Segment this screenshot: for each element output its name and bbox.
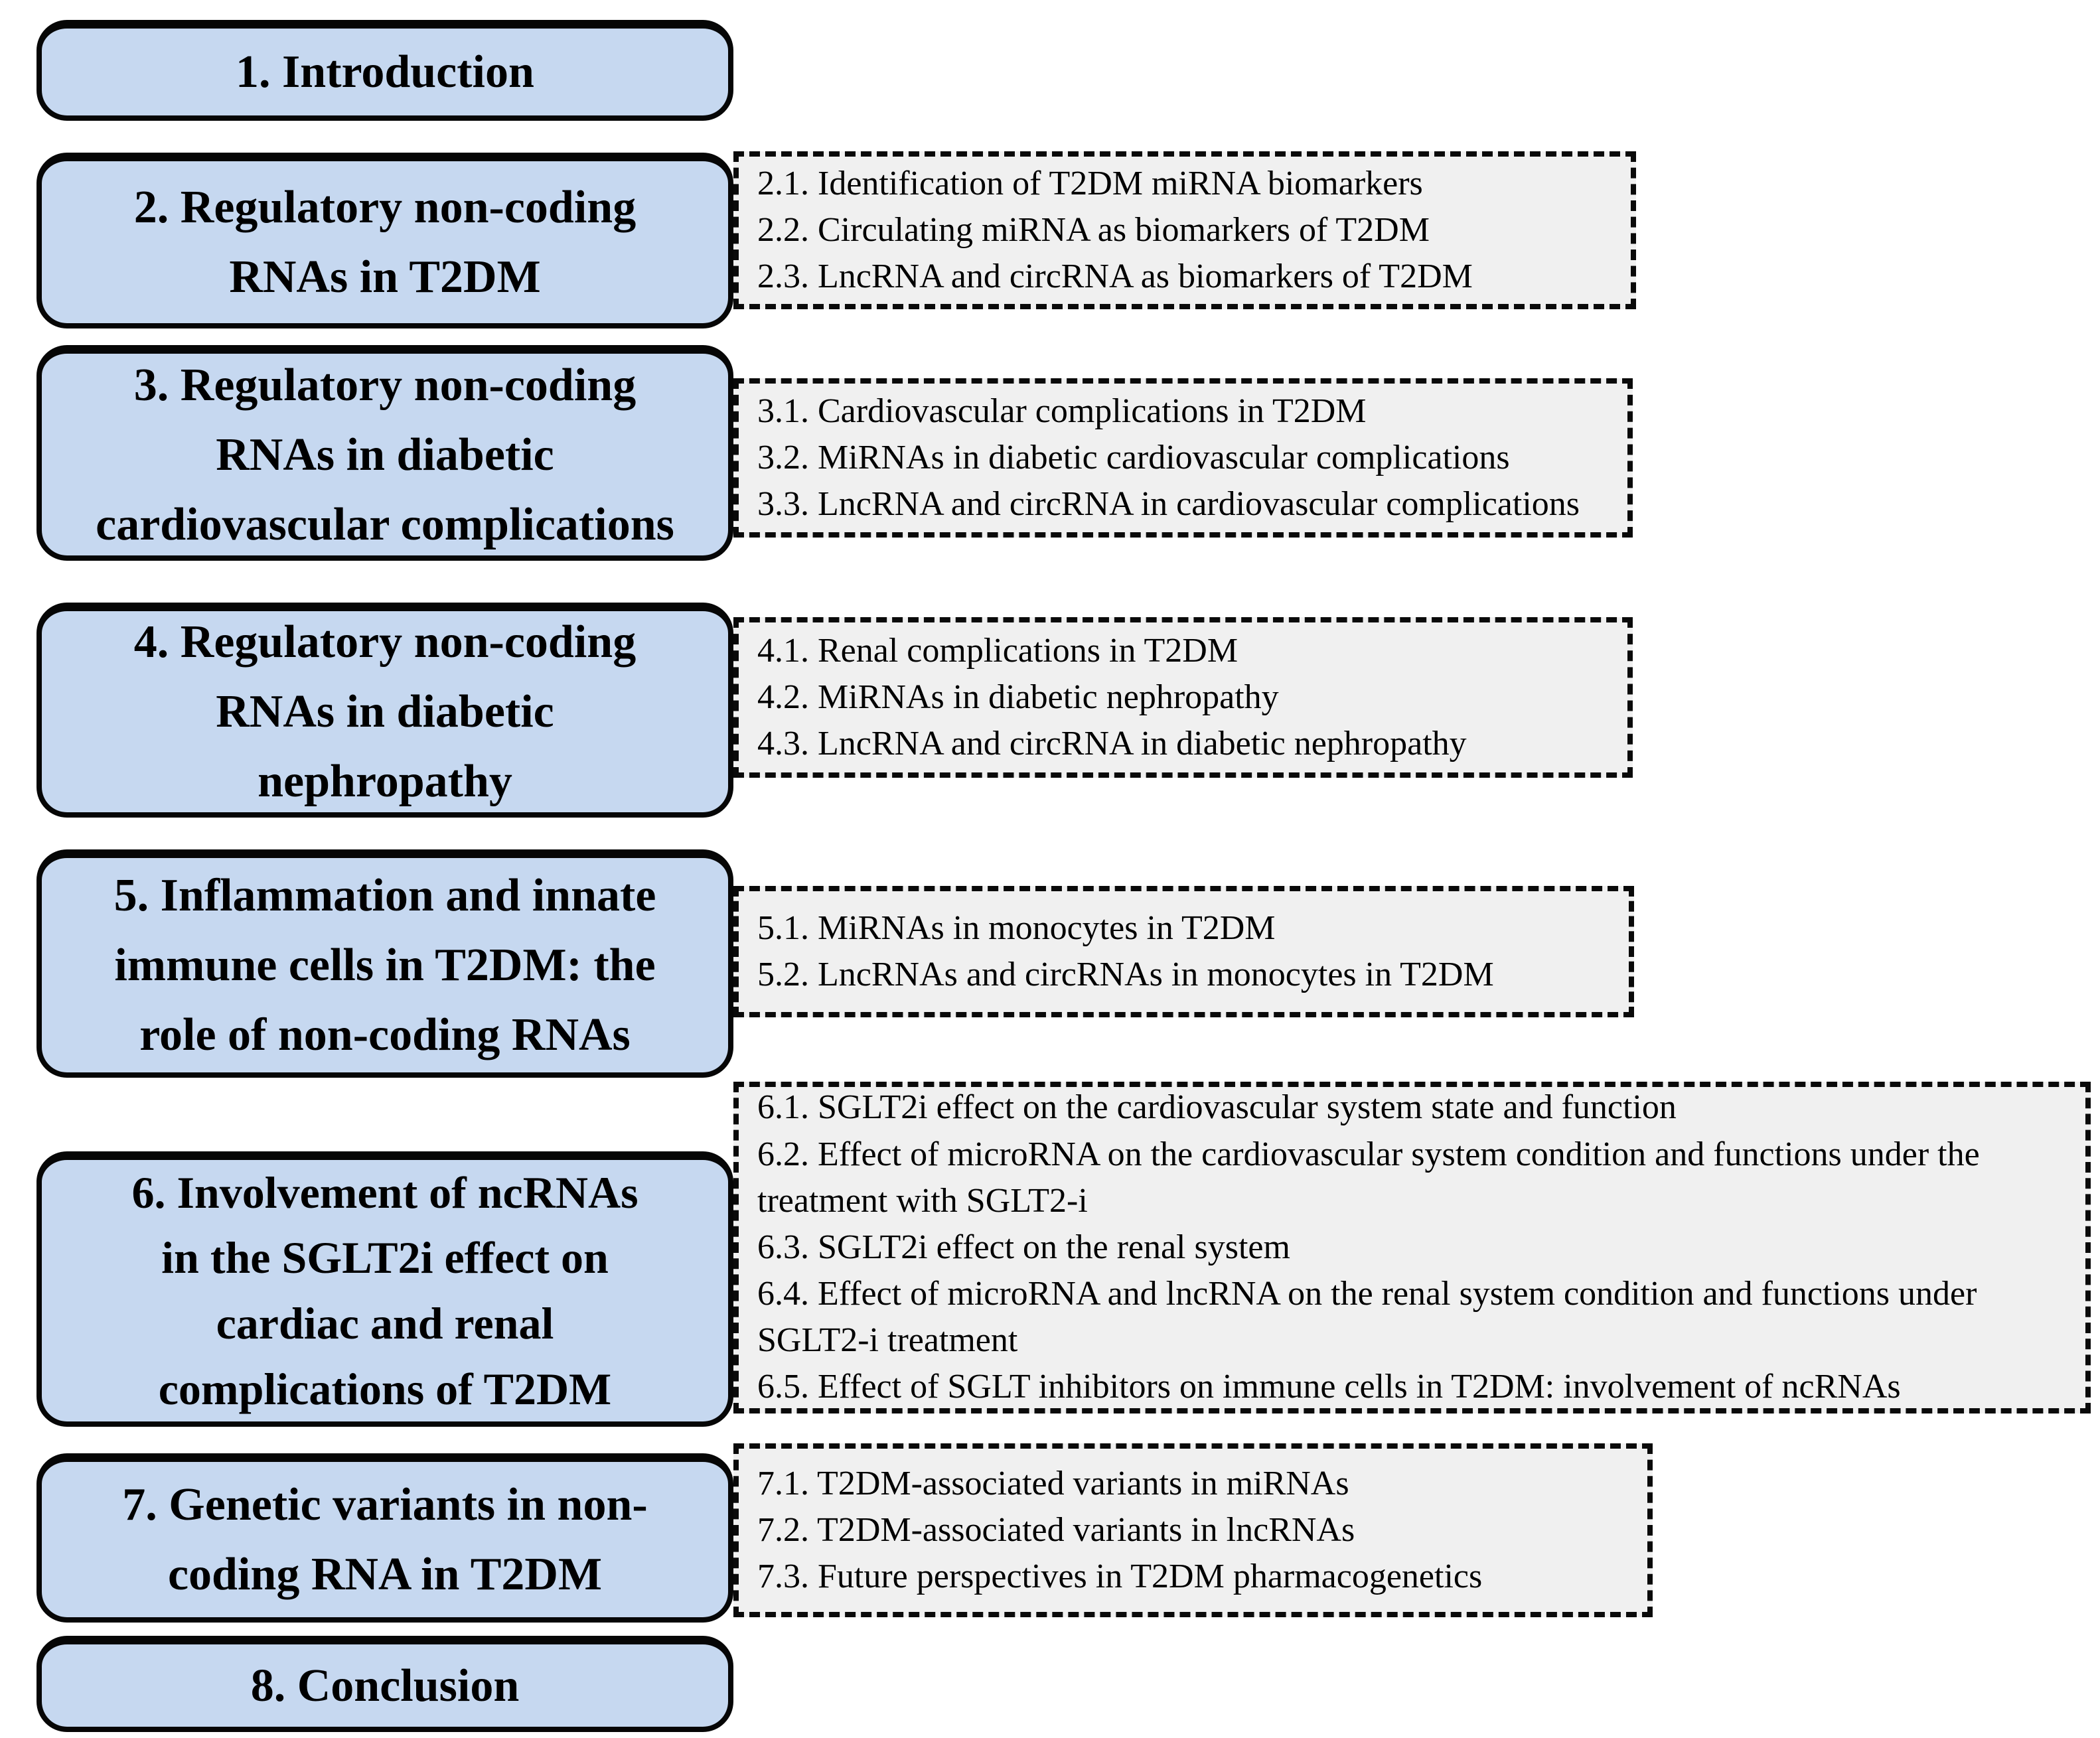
section-4-box: 4. Regulatory non-coding RNAs in diabeti…	[37, 603, 733, 818]
subsection-item: 5.1. MiRNAs in monocytes in T2DM	[757, 908, 1276, 947]
subsection-item: 6.5. Effect of SGLT inhibitors on immune…	[757, 1368, 1901, 1406]
section-5-subsections-panel: 5.1. MiRNAs in monocytes in T2DM 5.2. Ln…	[733, 886, 1634, 1017]
section-title: nephropathy	[258, 756, 512, 807]
section-title: role of non-coding RNAs	[139, 1009, 631, 1060]
section-title: 2. Regulatory non-coding	[133, 182, 637, 233]
section-3-subsections-panel: 3.1. Cardiovascular complications in T2D…	[733, 378, 1633, 538]
section-title: 8. Conclusion	[250, 1660, 520, 1711]
section-title: in the SGLT2i effect on	[161, 1232, 609, 1283]
subsection-item: 6.4. Effect of microRNA and lncRNA on th…	[757, 1275, 1977, 1360]
section-title: RNAs in diabetic	[216, 686, 554, 737]
section-title: cardiac and renal	[216, 1298, 554, 1348]
section-6-box: 6. Involvement of ncRNAs in the SGLT2i e…	[37, 1151, 733, 1427]
section-2-subsections-panel: 2.1. Identification of T2DM miRNA biomar…	[733, 151, 1636, 309]
section-title: 1. Introduction	[236, 46, 534, 98]
subsection-item: 3.2. MiRNAs in diabetic cardiovascular c…	[757, 438, 1510, 476]
section-5-box: 5. Inflammation and innate immune cells …	[37, 849, 733, 1078]
subsection-item: 6.1. SGLT2i effect on the cardiovascular…	[757, 1088, 1677, 1127]
section-title: 7. Genetic variants in non-	[122, 1479, 648, 1530]
subsection-item: 2.3. LncRNA and circRNA as biomarkers of…	[757, 257, 1473, 296]
section-1-box: 1. Introduction	[37, 20, 733, 121]
section-title: immune cells in T2DM: the	[114, 940, 656, 991]
subsection-item: 4.3. LncRNA and circRNA in diabetic neph…	[757, 725, 1467, 763]
section-title: 6. Involvement of ncRNAs	[131, 1167, 638, 1218]
subsection-item: 7.2. T2DM-associated variants in lncRNAs	[757, 1510, 1355, 1549]
section-3-box: 3. Regulatory non-coding RNAs in diabeti…	[37, 345, 733, 561]
section-title: coding RNA in T2DM	[167, 1549, 603, 1600]
subsection-item: 4.1. Renal complications in T2DM	[757, 631, 1238, 670]
subsection-item: 2.2. Circulating miRNA as biomarkers of …	[757, 210, 1430, 249]
section-title: complications of T2DM	[158, 1363, 612, 1414]
subsection-item: 2.1. Identification of T2DM miRNA biomar…	[757, 164, 1423, 202]
section-6-subsections-panel: 6.1. SGLT2i effect on the cardiovascular…	[733, 1082, 2091, 1413]
subsection-item: 4.2. MiRNAs in diabetic nephropathy	[757, 678, 1279, 716]
section-title: 3. Regulatory non-coding	[133, 359, 637, 411]
section-title: RNAs in T2DM	[229, 252, 541, 303]
subsection-item: 6.3. SGLT2i effect on the renal system	[757, 1228, 1290, 1266]
section-title: 5. Inflammation and innate	[113, 870, 656, 921]
subsection-item: 6.2. Effect of microRNA on the cardiovas…	[757, 1135, 1980, 1220]
section-7-box: 7. Genetic variants in non- coding RNA i…	[37, 1453, 733, 1623]
section-7-subsections-panel: 7.1. T2DM-associated variants in miRNAs …	[733, 1443, 1653, 1617]
subsection-item: 5.2. LncRNAs and circRNAs in monocytes i…	[757, 956, 1494, 993]
subsection-item: 7.3. Future perspectives in T2DM pharmac…	[757, 1557, 1483, 1596]
section-title: RNAs in diabetic	[216, 429, 554, 480]
subsection-item: 3.3. LncRNA and circRNA in cardiovascula…	[757, 485, 1580, 524]
section-2-box: 2. Regulatory non-coding RNAs in T2DM	[37, 153, 733, 328]
section-8-box: 8. Conclusion	[37, 1636, 733, 1732]
subsection-item: 7.1. T2DM-associated variants in miRNAs	[757, 1464, 1349, 1502]
section-4-subsections-panel: 4.1. Renal complications in T2DM 4.2. Mi…	[733, 617, 1633, 778]
subsection-item: 3.1. Cardiovascular complications in T2D…	[757, 392, 1367, 430]
section-title: 4. Regulatory non-coding	[133, 616, 637, 668]
section-title: cardiovascular complications	[96, 498, 674, 550]
